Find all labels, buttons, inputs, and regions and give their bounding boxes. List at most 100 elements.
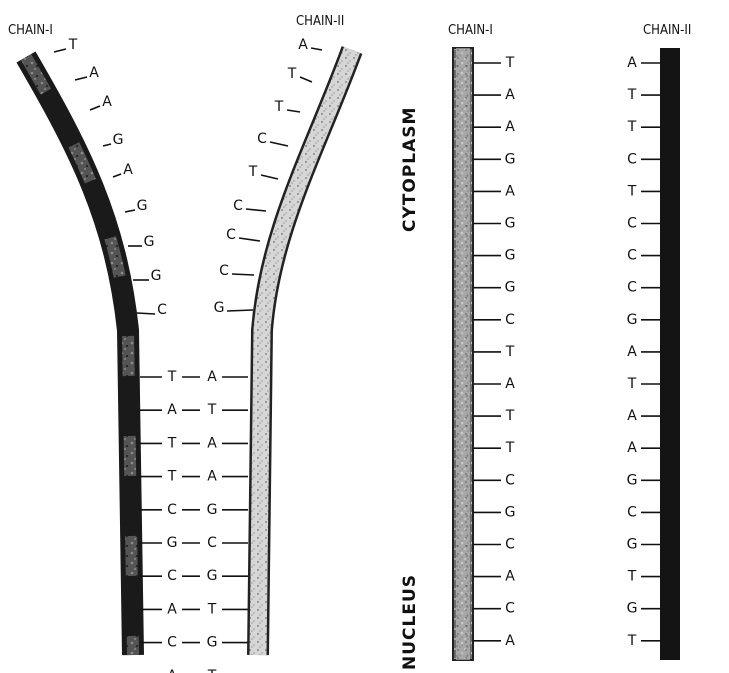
separated-chain2-base: C bbox=[627, 504, 637, 520]
fork-chain1-base: C bbox=[167, 502, 177, 518]
separated-chain1-base: G bbox=[505, 280, 516, 296]
separated-chain1-base: A bbox=[505, 569, 515, 585]
fork-chain2-base: G bbox=[207, 502, 218, 518]
separated-chain2-base: G bbox=[627, 472, 638, 488]
fork-chain1-bond bbox=[75, 77, 87, 80]
separated-chain2-base: G bbox=[627, 601, 638, 617]
fork-chain1-base: C bbox=[157, 302, 167, 318]
separated-chain2-header: CHAIN-II bbox=[643, 23, 691, 38]
fork-chain1-base: A bbox=[167, 601, 177, 617]
fork-chain1-base: T bbox=[167, 369, 177, 385]
fork-chain1-base: G bbox=[144, 234, 155, 250]
separated-chain1-base: T bbox=[505, 55, 515, 71]
separated-chain1-base: G bbox=[505, 504, 516, 520]
separated-chain2-base: G bbox=[627, 537, 638, 553]
fork-chain2-bond bbox=[311, 48, 322, 50]
separated-chain1-base: A bbox=[505, 119, 515, 135]
separated-chain2-base: T bbox=[627, 376, 637, 392]
fork-chain2-base: A bbox=[207, 369, 217, 385]
separated-chain2-base: A bbox=[627, 440, 637, 456]
separated-chain2-base: G bbox=[627, 312, 638, 328]
cytoplasm-label: CYTOPLASM bbox=[400, 107, 420, 232]
fork-chain2-base: A bbox=[207, 435, 217, 451]
separated-chain2-base: C bbox=[627, 248, 637, 264]
fork-chain2-bond bbox=[232, 274, 254, 275]
fork-chain1-base: G bbox=[137, 198, 148, 214]
fork-chain1-base: T bbox=[167, 435, 177, 451]
fork-chain1-base: G bbox=[167, 535, 178, 551]
fork-chain2-bond bbox=[270, 142, 288, 146]
fork-chain2-base: G bbox=[214, 300, 225, 316]
separated-chain2-base: T bbox=[627, 569, 637, 585]
separated-chain1-base: A bbox=[505, 633, 515, 649]
separated-chain1-base: T bbox=[505, 344, 515, 360]
fork-chain2-base: T bbox=[207, 402, 217, 418]
fork-chain1-bond bbox=[137, 313, 155, 314]
fork-chain1-base: G bbox=[151, 268, 162, 284]
separated-chain1-base: C bbox=[505, 472, 515, 488]
fork-chain1-base: A bbox=[102, 94, 112, 110]
separated-chain2-base: T bbox=[627, 183, 637, 199]
separated-chain2-base: C bbox=[627, 216, 637, 232]
fork-chain2-bond bbox=[227, 310, 253, 311]
fork-chain1-bond bbox=[54, 49, 66, 52]
fork-chain2-base: T bbox=[274, 99, 284, 115]
separated-chain1-base: C bbox=[505, 537, 515, 553]
separated-chain2-base: C bbox=[627, 280, 637, 296]
separated-chain2-base: A bbox=[627, 344, 637, 360]
fork-chain2-base: A bbox=[207, 469, 217, 485]
fork-chain2-header: CHAIN-II bbox=[296, 14, 344, 29]
nucleus-label: NUCLEUS bbox=[400, 574, 420, 670]
separated-chain2-base: C bbox=[627, 151, 637, 167]
separated-chain2-base: A bbox=[627, 55, 637, 71]
fork-chain1-base: A bbox=[123, 162, 133, 178]
fork-chain2-base: T bbox=[207, 668, 217, 673]
separated-chain1-base: A bbox=[505, 376, 515, 392]
separated-chain2-base: A bbox=[627, 408, 637, 424]
separated-chain1-base: C bbox=[505, 601, 515, 617]
fork-chain2-bond bbox=[300, 77, 312, 82]
fork-chain2-bond bbox=[246, 209, 266, 211]
fork-chain1-base: C bbox=[167, 635, 177, 651]
separated-chains: CHAIN-I CHAIN-II TAAGAGGGCTATTCGCACAATTC… bbox=[448, 23, 691, 660]
fork-chain2-base: G bbox=[207, 568, 218, 584]
fork-chain2-base: C bbox=[207, 535, 217, 551]
separated-chain1-base: G bbox=[505, 151, 516, 167]
fork-chain2-base: C bbox=[233, 198, 243, 214]
separated-chain2-base: T bbox=[627, 119, 637, 135]
separated-chain1-base: T bbox=[505, 440, 515, 456]
separated-chain2-base: T bbox=[627, 87, 637, 103]
fork-chain1-header: CHAIN-I bbox=[8, 23, 53, 38]
fork-chain1-bond bbox=[125, 210, 135, 212]
separated-chain1-base: T bbox=[505, 408, 515, 424]
fork-chain1-bond bbox=[113, 174, 121, 177]
fork-chain1-base: T bbox=[167, 469, 177, 485]
fork-chain2-base: T bbox=[207, 601, 217, 617]
fork-chain1-base: G bbox=[113, 132, 124, 148]
fork-chain1-base: A bbox=[167, 402, 177, 418]
fork-chain1-base: T bbox=[68, 37, 78, 53]
fork-chain2-base: C bbox=[226, 227, 236, 243]
separated-chain1-base: A bbox=[505, 183, 515, 199]
separated-chain1-header: CHAIN-I bbox=[448, 23, 493, 38]
separated-chain1-base: G bbox=[505, 216, 516, 232]
fork-chain2-base: G bbox=[207, 635, 218, 651]
separated-chain1-base: G bbox=[505, 248, 516, 264]
separated-chain2-base: T bbox=[627, 633, 637, 649]
separated-chain1-base: C bbox=[505, 312, 515, 328]
fork-chain2-base: T bbox=[287, 66, 297, 82]
fork-chain2-base: T bbox=[248, 164, 258, 180]
fork-chain2-base: A bbox=[298, 37, 308, 53]
fork-chain1-bond bbox=[90, 106, 100, 110]
fork-chain2-base: C bbox=[257, 131, 267, 147]
separated-chain2-strand bbox=[660, 48, 680, 660]
fork-chain2-base: C bbox=[219, 263, 229, 279]
fork-chain2-bond bbox=[239, 238, 260, 241]
fork-chain1-base: C bbox=[167, 568, 177, 584]
fork-chain1-base: A bbox=[167, 668, 177, 673]
separated-chain1-base: A bbox=[505, 87, 515, 103]
fork-chain2-strand bbox=[258, 50, 352, 655]
